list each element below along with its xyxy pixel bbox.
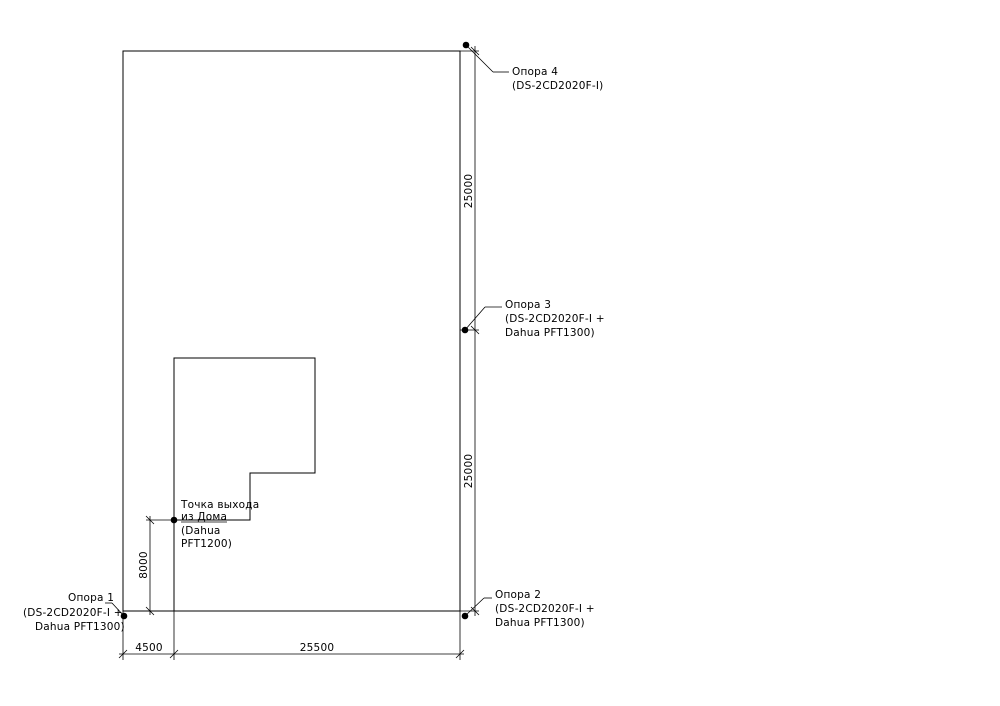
- right-dimension: 25000 25000: [460, 46, 480, 616]
- exit-point-line4: PFT1200): [181, 538, 232, 550]
- support-2-model-line1: (DS-2CD2020F-I +: [495, 603, 595, 615]
- left-vertical-dimension: 8000: [138, 515, 174, 616]
- bottom-dimension: 4500 25500: [118, 611, 465, 660]
- support-3: Опора 3 (DS-2CD2020F-I + Dahua PFT1300): [461, 299, 605, 339]
- support-3-name: Опора 3: [505, 299, 551, 311]
- exit-point-line1: Точка выхода: [180, 499, 259, 511]
- dimension-left-vertical: 8000: [138, 551, 150, 579]
- exit-point-marker: [170, 516, 178, 524]
- support-3-model-line1: (DS-2CD2020F-I +: [505, 313, 605, 325]
- house-outline: [173, 357, 316, 611]
- support-2-model-line2: Dahua PFT1300): [495, 617, 585, 629]
- support-1-model-line1: (DS-2CD2020F-I +: [23, 607, 123, 619]
- house-exit-point: Точка выхода из Дома (Dahua PFT1200): [170, 499, 259, 550]
- exit-point-line3: (Dahua: [181, 525, 221, 537]
- support-2-name: Опора 2: [495, 589, 541, 601]
- support-1-name: Опора 1: [68, 592, 114, 604]
- dimension-lower-right: 25000: [463, 454, 475, 488]
- support-4-name: Опора 4: [512, 66, 558, 78]
- dimension-bottom-right: 25500: [300, 642, 334, 654]
- dimension-upper-right: 25000: [463, 174, 475, 208]
- support-1-model-line2: Dahua PFT1300): [35, 621, 125, 633]
- support-4-model-line1: (DS-2CD2020F-I): [512, 80, 603, 92]
- support-4: Опора 4 (DS-2CD2020F-I): [462, 41, 603, 92]
- dimension-bottom-left: 4500: [135, 642, 163, 654]
- site-boundary: [122, 50, 461, 612]
- support-3-model-line2: Dahua PFT1300): [505, 327, 595, 339]
- exit-point-line2: из Дома: [181, 511, 227, 523]
- support-2: Опора 2 (DS-2CD2020F-I + Dahua PFT1300): [461, 589, 595, 629]
- support-1: Опора 1 (DS-2CD2020F-I + Dahua PFT1300): [23, 592, 128, 633]
